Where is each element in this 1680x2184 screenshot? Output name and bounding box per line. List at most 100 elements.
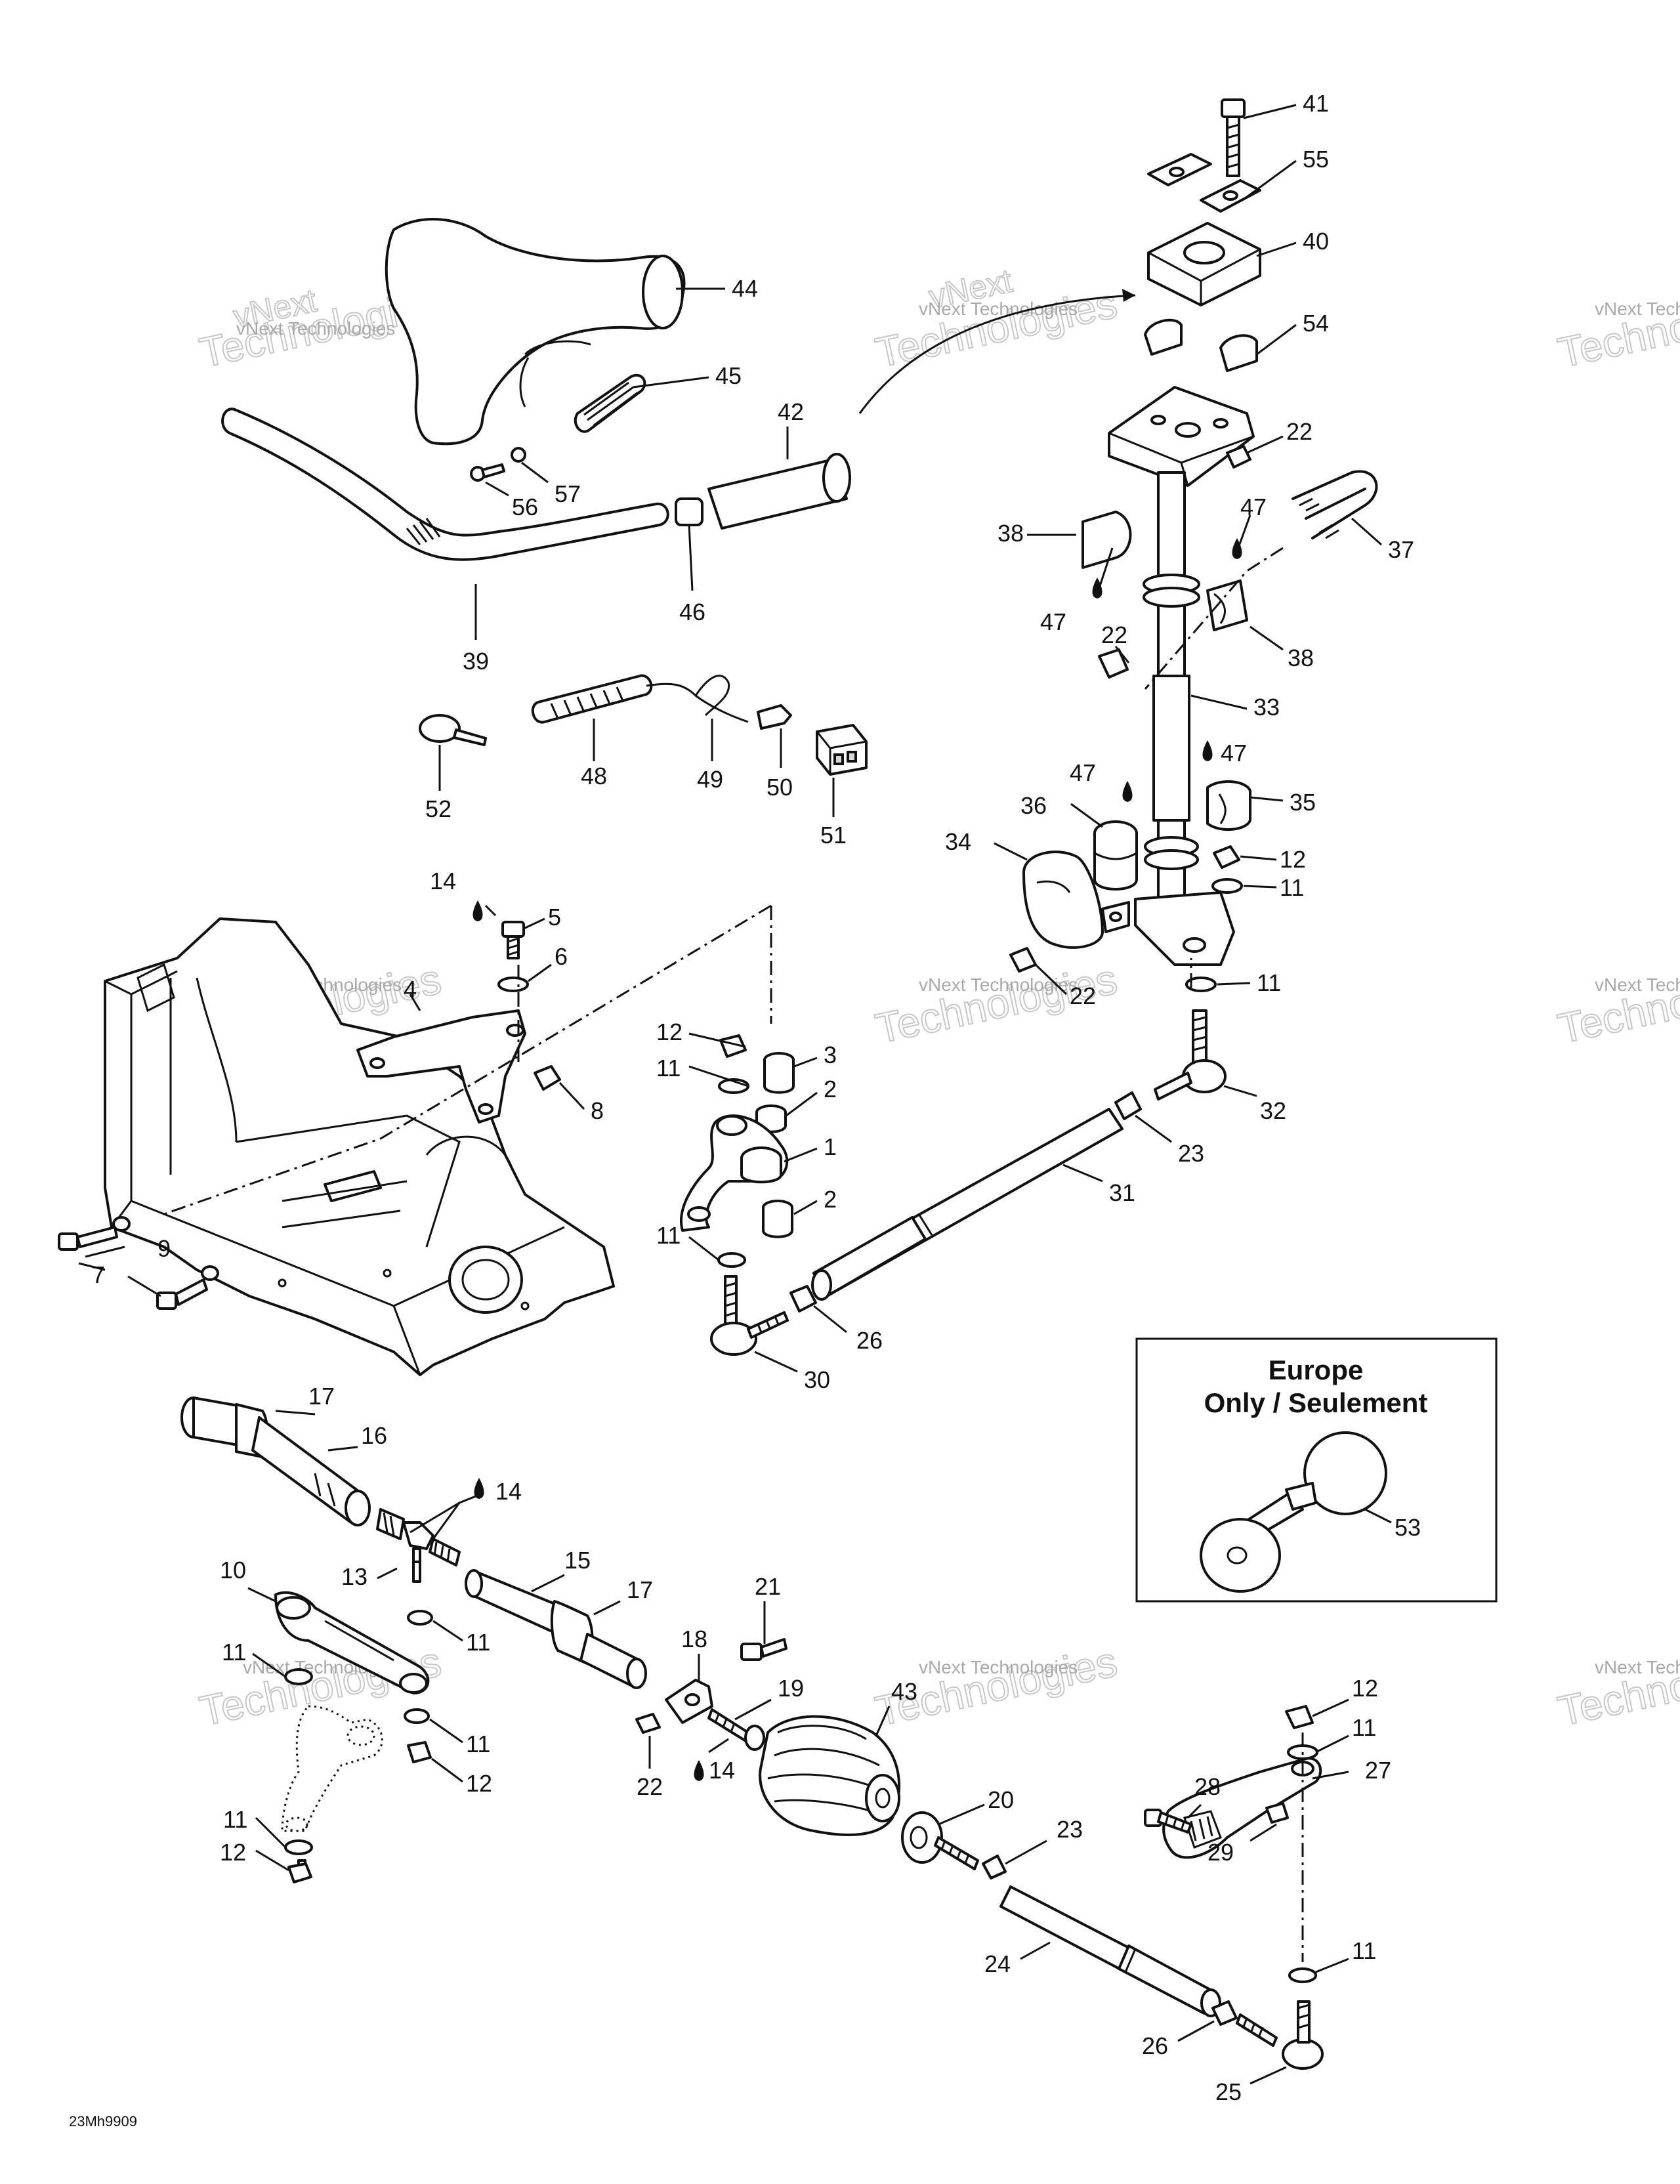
callout-37: 37 (1388, 536, 1414, 563)
nut-22d (635, 1713, 661, 1734)
callout-38: 38 (1288, 644, 1314, 671)
leader-14b2 (432, 1502, 461, 1540)
leader-1 (784, 1147, 818, 1163)
leader-55 (1246, 159, 1297, 198)
bolt-9 (58, 1216, 131, 1251)
callout-47: 47 (1221, 740, 1247, 766)
grip-heater-48 (531, 674, 653, 724)
europe-box-title: Europe (1269, 1354, 1364, 1385)
shaft-16 (251, 1416, 371, 1526)
callout-38: 38 (998, 520, 1024, 547)
leader-33 (1190, 694, 1248, 710)
callout-22: 22 (1286, 418, 1312, 445)
watermark-small: vNext Technologies (1595, 299, 1680, 319)
callout-20: 20 (988, 1786, 1014, 1813)
pivot-arm-1 (680, 1114, 789, 1232)
callout-26: 26 (1142, 2032, 1168, 2059)
leader-34 (994, 842, 1028, 861)
ball-joint-30 (710, 1275, 789, 1356)
leader-11c (688, 1065, 749, 1087)
leader-11e (252, 1652, 286, 1678)
connector-housing-51 (816, 724, 868, 776)
leader-9 (85, 1246, 125, 1258)
callout-52: 52 (425, 795, 452, 822)
spacer-3 (763, 1052, 795, 1094)
ski-leg-arm-27 (1162, 1757, 1322, 1859)
column-bolt (1221, 98, 1246, 177)
leader-15 (531, 1574, 565, 1593)
leader-23b (1005, 1839, 1047, 1865)
leader-26a (813, 1305, 847, 1334)
boot-43 (759, 1715, 900, 1836)
leader-46 (688, 524, 694, 591)
watermark-large: Technologies (1554, 956, 1680, 1053)
leader-54 (1256, 324, 1297, 356)
callout-2: 2 (824, 1076, 837, 1102)
leader-2b (793, 1200, 818, 1215)
callout-22: 22 (637, 1773, 663, 1800)
leader-56 (485, 481, 509, 497)
leader-26b (1177, 2020, 1215, 2042)
leader-57 (521, 461, 549, 484)
callout-34: 34 (945, 828, 971, 855)
steering-rod-31 (811, 1108, 1124, 1301)
leader-6 (528, 963, 552, 982)
watermark-small: vNext Technologies (1595, 1657, 1680, 1677)
nut-29 (1265, 1802, 1289, 1824)
leader-14a (484, 904, 497, 917)
cover-screw (470, 447, 526, 482)
callout-33: 33 (1253, 694, 1280, 721)
leader-arrow-42 (858, 294, 1136, 414)
callout-35: 35 (1290, 789, 1316, 816)
leader-27 (1312, 1771, 1349, 1780)
callout-56: 56 (512, 494, 538, 520)
leader-12b (688, 1032, 746, 1048)
callout-21: 21 (755, 1573, 781, 1600)
bolt-21 (740, 1638, 788, 1661)
bracket-18 (665, 1679, 713, 1724)
washers-left (284, 1561, 433, 1883)
callout-40: 40 (1303, 228, 1329, 255)
leader-14c (708, 1738, 729, 1754)
callout-51: 51 (820, 822, 847, 849)
callout-26: 26 (856, 1327, 883, 1354)
bushing-36 (1093, 820, 1138, 891)
grip-sleeve (675, 497, 704, 526)
washer-11j (1288, 1967, 1317, 1983)
nut-26b (1211, 2000, 1238, 2026)
callout-1: 1 (824, 1133, 837, 1160)
bushing-38a (1082, 511, 1132, 569)
watermark-small: vNext Technologies (919, 975, 1078, 995)
leader-20 (938, 1803, 985, 1826)
leader-25 (1250, 2066, 1287, 2085)
callout-14: 14 (709, 1757, 735, 1784)
column-bushing-54 (1144, 318, 1258, 372)
washer-11a (1211, 878, 1243, 894)
bolt-7 (156, 1265, 219, 1310)
leader-28 (1186, 1803, 1202, 1819)
callout-3: 3 (824, 1041, 837, 1068)
callout-47: 47 (1240, 494, 1267, 520)
bolt-5 (501, 921, 525, 959)
callout-32: 32 (1260, 1097, 1286, 1124)
callout-labels: 41 55 40 54 22 44 45 42 56 57 46 39 47 3… (92, 90, 1421, 2105)
leader-13 (377, 1567, 398, 1580)
shaft-15 (465, 1569, 566, 1635)
leader-7a (78, 1262, 106, 1271)
callout-18: 18 (681, 1626, 707, 1652)
callout-43: 43 (891, 1678, 917, 1705)
axis-line (1144, 547, 1284, 988)
watermark-small: vNext Technologies (236, 318, 395, 339)
column-upper-bracket (1108, 386, 1255, 487)
leader-45 (633, 376, 709, 388)
leader-38b (1250, 625, 1284, 651)
leader-31 (1062, 1164, 1103, 1183)
leader-19 (734, 1698, 772, 1721)
nut-22a (1226, 445, 1251, 469)
callout-17: 17 (308, 1383, 335, 1410)
leader-11a (1243, 885, 1277, 889)
callout-4: 4 (404, 976, 417, 1003)
watermark-large: Technologies (1554, 1638, 1680, 1735)
callout-28: 28 (1194, 1773, 1221, 1800)
callout-13: 13 (341, 1563, 368, 1590)
